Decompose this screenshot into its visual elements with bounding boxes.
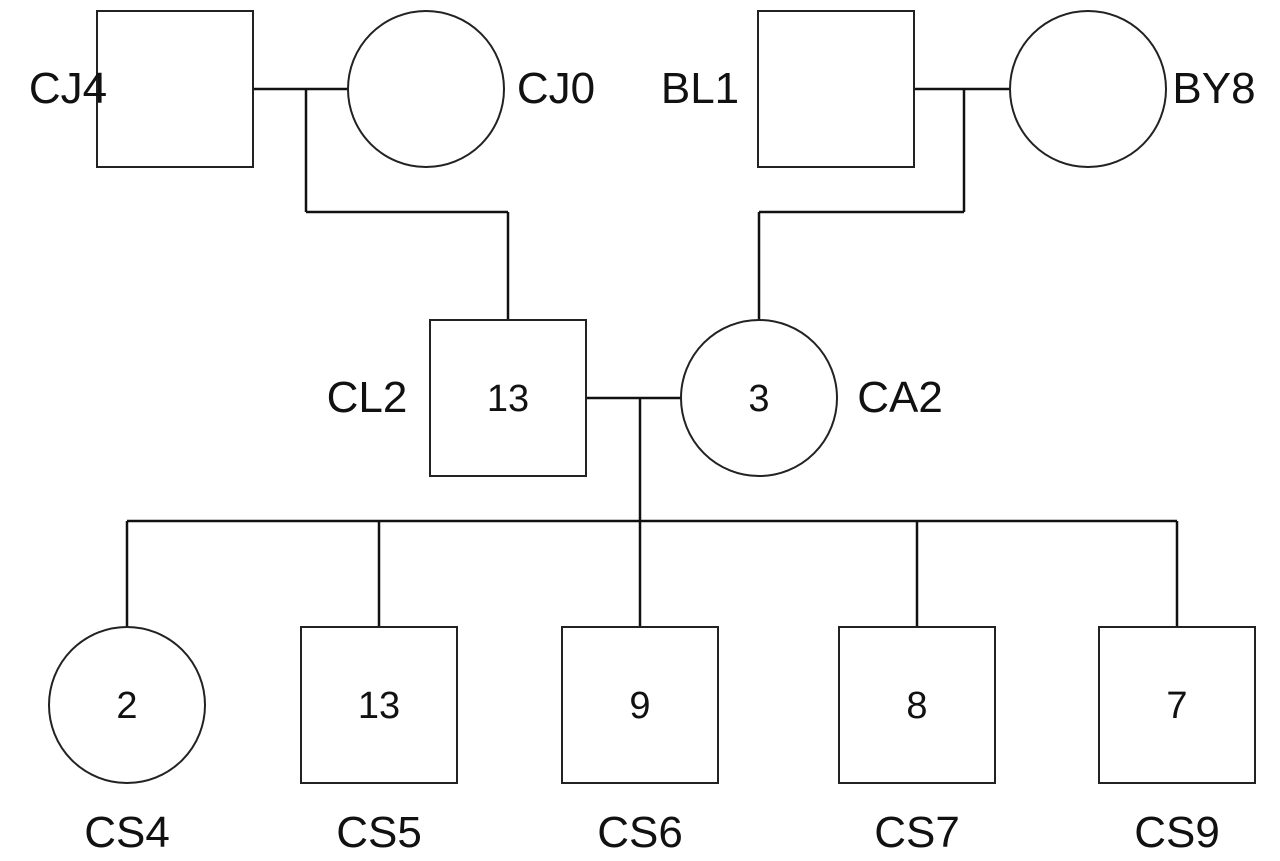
individual-count-label: 7 xyxy=(1166,685,1187,727)
individual-count-label: 13 xyxy=(487,378,529,420)
individual-name-label: CA2 xyxy=(857,373,943,422)
individual-cj4: CJ4 xyxy=(29,10,254,168)
male-square-symbol xyxy=(1098,626,1256,784)
pedigree-connectors xyxy=(125,87,1179,627)
individual-count-label: 8 xyxy=(906,685,927,727)
individual-name-label: CL2 xyxy=(327,373,408,422)
individual-name-label: BY8 xyxy=(1172,64,1255,113)
individual-name-label: CS9 xyxy=(1134,808,1220,857)
male-square-symbol xyxy=(561,626,719,784)
individual-count-label: 13 xyxy=(358,685,400,727)
male-square-symbol xyxy=(757,10,915,168)
individual-by8: BY8 xyxy=(1009,10,1256,168)
individual-name-label: CJ0 xyxy=(517,64,595,113)
individual-name-label: CJ4 xyxy=(29,64,107,113)
individual-name-label: BL1 xyxy=(661,64,739,113)
male-square-symbol xyxy=(96,10,254,168)
individual-name-label: CS4 xyxy=(84,808,170,857)
individual-ca2: 3 CA2 xyxy=(680,319,943,477)
individual-name-label: CS7 xyxy=(874,808,960,857)
individual-count-label: 2 xyxy=(116,685,137,727)
female-circle-symbol xyxy=(48,626,206,784)
female-circle-symbol xyxy=(347,10,505,168)
individual-name-label: CS5 xyxy=(336,808,422,857)
male-square-symbol xyxy=(838,626,996,784)
individual-count-label: 9 xyxy=(629,685,650,727)
male-square-symbol xyxy=(429,319,587,477)
individual-name-label: CS6 xyxy=(597,808,683,857)
individual-cl2: 13 CL2 xyxy=(327,319,587,477)
male-square-symbol xyxy=(300,626,458,784)
individual-cj0: CJ0 xyxy=(347,10,595,168)
individual-count-label: 3 xyxy=(748,378,769,420)
female-circle-symbol xyxy=(680,319,838,477)
individual-bl1: BL1 xyxy=(661,10,915,168)
female-circle-symbol xyxy=(1009,10,1167,168)
